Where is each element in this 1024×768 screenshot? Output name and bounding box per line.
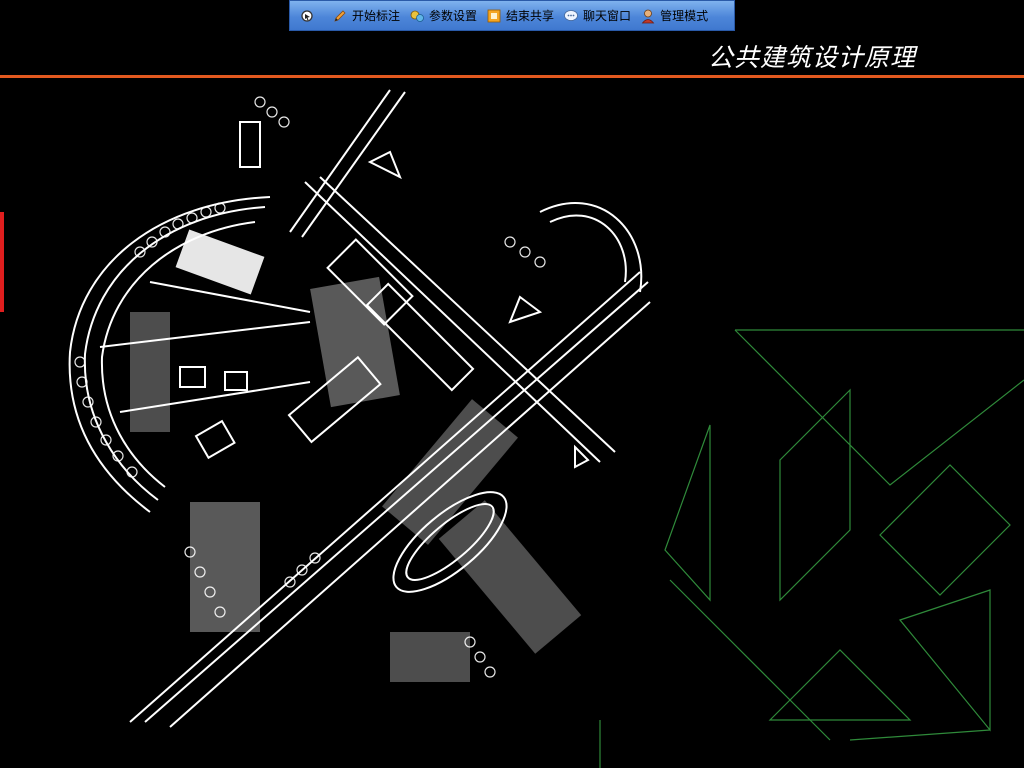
slide-title: 公共建筑设计原理 bbox=[708, 43, 917, 72]
decorative-green-lines bbox=[599, 329, 1024, 768]
title-divider bbox=[0, 75, 1024, 78]
stop-share-icon bbox=[487, 9, 501, 22]
parameter-settings-button[interactable]: 参数设置 bbox=[406, 4, 483, 28]
pointer-icon bbox=[301, 9, 313, 22]
admin-mode-label: 管理模式 bbox=[660, 9, 709, 23]
start-annotate-label: 开始标注 bbox=[352, 9, 401, 23]
admin-user-icon bbox=[641, 9, 655, 23]
end-share-label: 结束共享 bbox=[506, 9, 555, 23]
admin-mode-button[interactable]: 管理模式 bbox=[637, 4, 714, 28]
chat-window-button[interactable]: 聊天窗口 bbox=[560, 4, 637, 28]
parameter-settings-label: 参数设置 bbox=[429, 9, 478, 23]
settings-icon bbox=[410, 10, 424, 22]
left-accent-bar bbox=[0, 212, 4, 312]
end-share-button[interactable]: 结束共享 bbox=[483, 4, 560, 28]
start-annotate-button[interactable]: 开始标注 bbox=[329, 4, 406, 28]
chat-window-label: 聊天窗口 bbox=[583, 9, 632, 23]
screen-share-toolbar: 开始标注 参数设置 结束共享 聊天窗口 bbox=[289, 0, 735, 31]
campus-site-plan-image bbox=[68, 89, 651, 728]
pointer-tool-button[interactable] bbox=[296, 4, 329, 28]
pencil-icon bbox=[334, 9, 346, 22]
chat-icon bbox=[564, 9, 578, 21]
